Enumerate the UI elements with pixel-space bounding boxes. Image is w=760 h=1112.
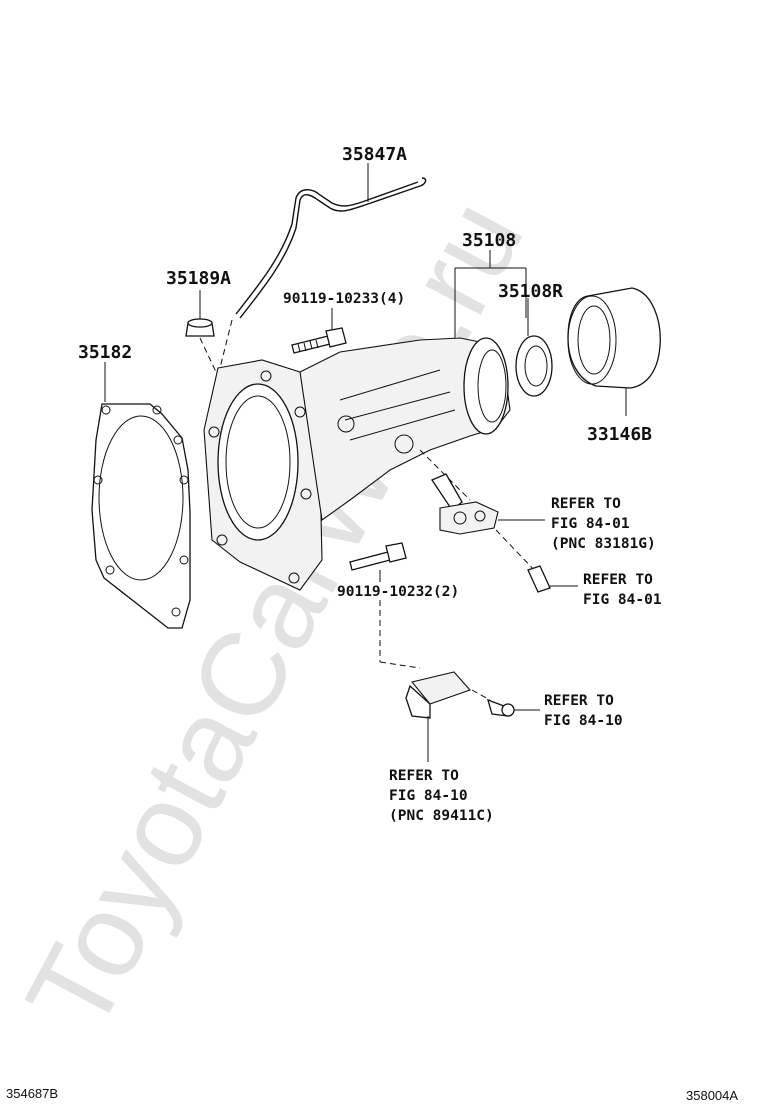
label-35108: 35108 <box>462 230 516 251</box>
ref-speed-sensor-84-01[interactable]: REFER TO FIG 84-01 (PNC 83181G) <box>551 496 656 552</box>
footer-left-code: 354687B <box>6 1086 58 1101</box>
plug-35189A <box>185 290 233 373</box>
oil-seal-35108R <box>515 298 553 397</box>
bolt-90119-10232 <box>349 542 421 669</box>
dust-deflector-33146B <box>567 287 661 416</box>
label-35108R: 35108R <box>498 281 563 302</box>
ref-line: REFER TO <box>583 572 653 588</box>
sensor-84-10 <box>405 671 540 762</box>
label-35182: 35182 <box>78 342 132 363</box>
breather-tube-35847A <box>235 163 427 319</box>
ref-speed-sensor-bolt-84-01[interactable]: REFER TO FIG 84-01 <box>583 572 662 608</box>
ref-line: (PNC 83181G) <box>551 536 656 552</box>
label-90119-10233: 90119-10233(4) <box>283 291 405 307</box>
bolt-90119-10233 <box>291 308 347 354</box>
ref-line: REFER TO <box>544 693 614 709</box>
label-35847A: 35847A <box>342 144 407 165</box>
footer-right-code: 358004A <box>686 1088 738 1103</box>
ref-line: FIG 84-10 <box>389 788 468 804</box>
ref-line: REFER TO <box>389 768 459 784</box>
ref-line: (PNC 89411C) <box>389 808 494 824</box>
label-90119-10232: 90119-10232(2) <box>337 584 459 600</box>
ref-sensor-bolt-84-10[interactable]: REFER TO FIG 84-10 <box>544 693 623 729</box>
ref-line: FIG 84-10 <box>544 713 623 729</box>
label-33146B: 33146B <box>587 424 652 445</box>
gasket-35182 <box>91 362 191 629</box>
ref-line: FIG 84-01 <box>551 516 630 532</box>
watermark-text: ToyotaCarWire.ru <box>1 180 549 1053</box>
speed-sensor-84-01 <box>419 449 578 593</box>
ref-sensor-84-10[interactable]: REFER TO FIG 84-10 (PNC 89411C) <box>389 768 494 824</box>
ref-line: REFER TO <box>551 496 621 512</box>
label-35189A: 35189A <box>166 268 231 289</box>
ref-line: FIG 84-01 <box>583 592 662 608</box>
extension-housing-35108 <box>203 250 527 591</box>
